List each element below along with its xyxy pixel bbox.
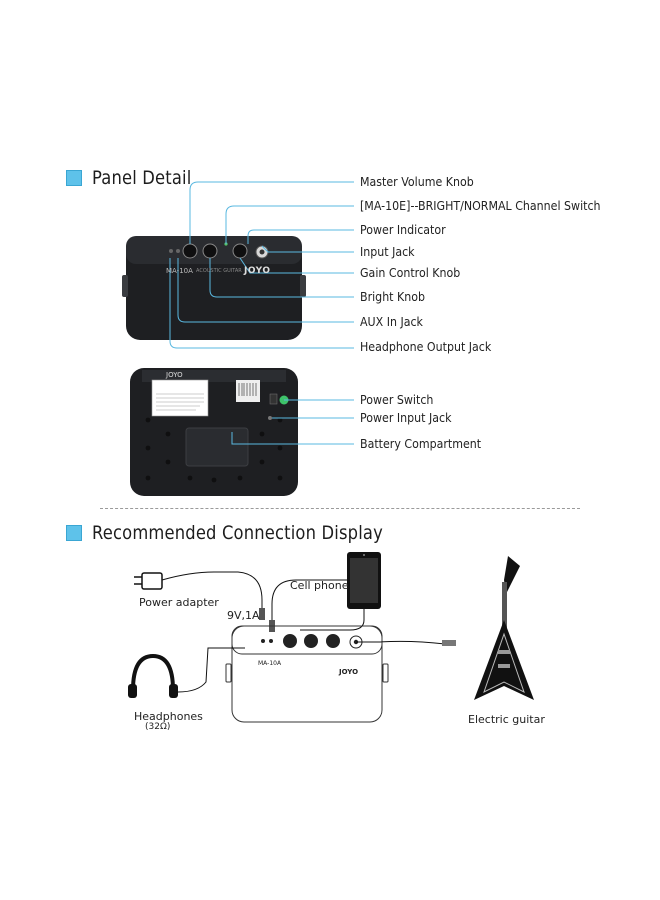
phone-cable-a — [300, 609, 365, 631]
power-cable — [161, 571, 263, 612]
cell-phone-icon — [347, 552, 381, 609]
barcode-lines — [238, 383, 257, 396]
input-jack-hole — [259, 249, 265, 255]
front-amp-left-strap — [122, 275, 128, 297]
panel-detail-title: Panel Detail — [92, 167, 192, 189]
back-amp-brand: JOYO — [166, 371, 183, 379]
callout-master-volume-knob: Master Volume Knob — [360, 175, 474, 189]
connection-amp-outline — [231, 625, 383, 723]
connection-phones-jack — [269, 639, 273, 643]
back-panel-diagram — [130, 368, 354, 496]
label-headphones-impedance: (32Ω) — [145, 722, 171, 732]
label-power-spec: 9V,1A — [227, 609, 260, 622]
electric-guitar-icon — [474, 556, 534, 700]
back-leader-lines — [231, 399, 354, 445]
power-adapter-icon — [134, 572, 163, 590]
back-screw-holes — [145, 417, 283, 483]
guitar-plug — [442, 640, 456, 646]
sticker-text-lines — [156, 393, 204, 411]
callout-power-switch: Power Switch — [360, 393, 434, 407]
connection-amp-brand: JOYO — [339, 668, 359, 676]
callout-power-input-jack: Power Input Jack — [360, 411, 452, 425]
label-cell-phone: Cell phone — [290, 579, 349, 592]
power-plug — [259, 608, 265, 620]
guitar-cable — [356, 640, 446, 645]
connection-aux-jack — [261, 639, 265, 643]
connection-display-title: Recommended Connection Display — [92, 522, 383, 544]
aux-jack — [169, 249, 173, 253]
front-panel-diagram — [122, 181, 354, 349]
front-leader-lines — [169, 181, 354, 349]
callout-gain-control-knob: Gain Control Knob — [360, 266, 461, 280]
headphone-cable — [177, 647, 245, 693]
callout-input-jack: Input Jack — [360, 245, 415, 259]
front-amp-subtitle: ACOUSTIC GUITAR — [196, 268, 242, 274]
connection-display-header: Recommended Connection Display — [66, 522, 430, 544]
callout-bright-knob: Bright Knob — [360, 290, 426, 304]
front-amp-model: MA-10A — [166, 267, 193, 275]
section-divider — [100, 508, 580, 509]
power-input-jack — [268, 416, 272, 420]
callout-headphone-output-jack: Headphone Output Jack — [360, 340, 492, 354]
square-bullet-icon — [66, 525, 82, 541]
label-headphones: Headphones — [134, 710, 203, 723]
front-amp-brand: JOYO — [244, 266, 271, 276]
panel-detail-header: Panel Detail — [66, 167, 208, 189]
callout-power-indicator: Power Indicator — [360, 223, 446, 237]
callout-channel-switch: [MA-10E]--BRIGHT/NORMAL Channel Switch — [360, 199, 601, 213]
callout-battery-compartment: Battery Compartment — [360, 437, 482, 451]
front-amp-right-strap — [300, 275, 306, 297]
connection-amp-left-strap — [225, 663, 232, 683]
headphone-jack — [176, 249, 180, 253]
label-power-adapter: Power adapter — [139, 596, 219, 609]
headphones-icon — [128, 653, 178, 698]
back-amp-top-rail — [142, 370, 286, 382]
connection-amp-right-strap — [382, 663, 389, 683]
connection-amp-knobs — [283, 634, 340, 648]
label-electric-guitar: Electric guitar — [468, 713, 545, 726]
connection-amp-model: MA-10A — [258, 660, 282, 667]
power-switch-body — [269, 393, 278, 405]
phone-cable-b — [271, 579, 347, 624]
square-bullet-icon — [66, 170, 82, 186]
callout-aux-in-jack: AUX In Jack — [360, 315, 423, 329]
